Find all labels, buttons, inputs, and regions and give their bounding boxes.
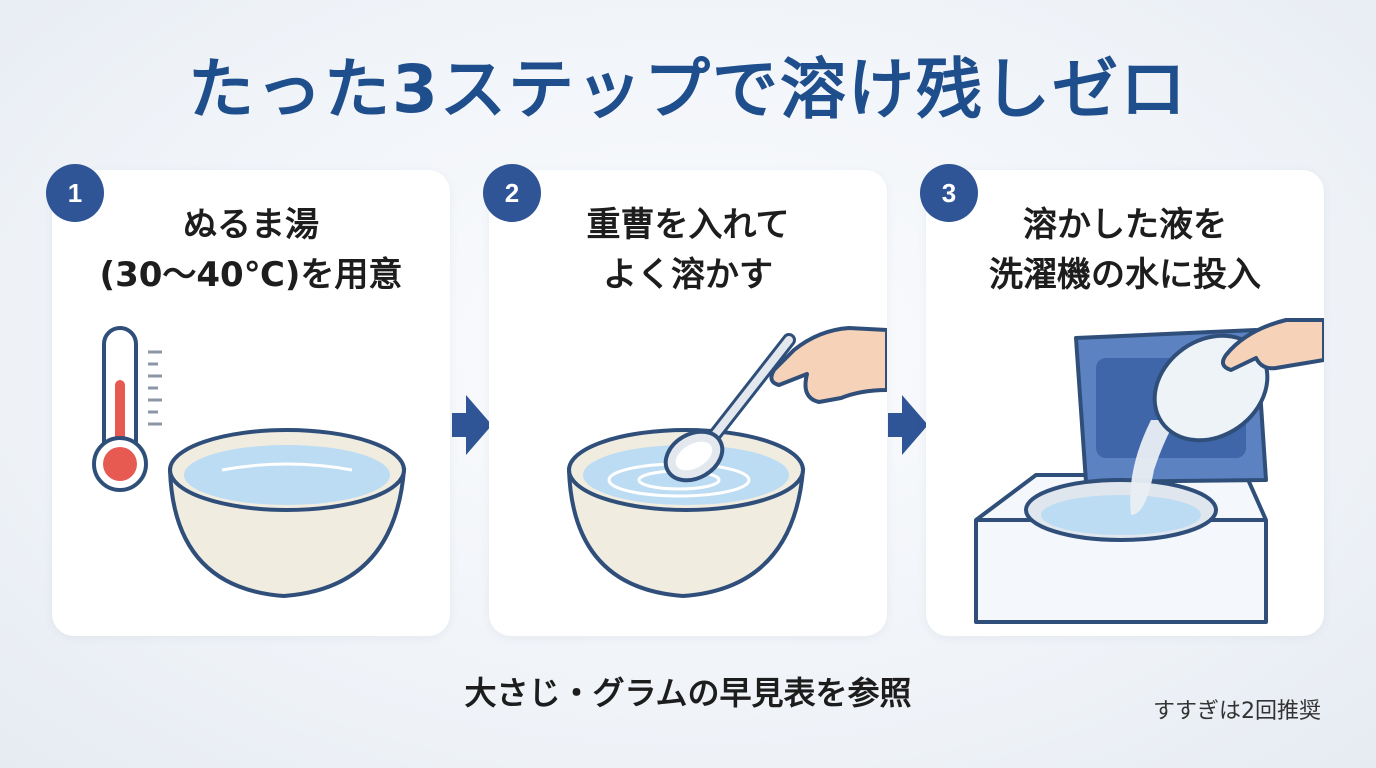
step-2-line-2: よく溶かす <box>603 255 773 295</box>
step-1-text: ぬるま湯 (30〜40℃)を用意 <box>52 200 450 300</box>
arrow-right-icon <box>452 395 492 455</box>
reference-note: 大さじ・グラムの早見表を参照 <box>464 674 912 712</box>
step-2-illustration <box>566 326 887 599</box>
step-card-2: 2 重曹を入れて よく溶かす <box>483 164 887 636</box>
step-3-illustration <box>974 318 1324 624</box>
step-card-3: 3 溶かした液を 洗濯機の水に投入 <box>920 164 1324 636</box>
hand-icon <box>769 326 887 404</box>
step-2-line-1: 重曹を入れて <box>586 205 790 245</box>
thermometer-icon <box>92 326 162 492</box>
hand-icon <box>1220 318 1324 372</box>
page-title: たった3ステップで溶け残しゼロ <box>188 51 1188 128</box>
step-number-badge: 2 <box>483 164 541 222</box>
step-3-line-2: 洗濯機の水に投入 <box>989 255 1261 295</box>
spoon-icon <box>663 333 796 483</box>
step-2-text: 重曹を入れて よく溶かす <box>489 200 887 300</box>
rinse-note: すすぎは2回推奨 <box>1153 699 1321 724</box>
step-1-line-2: (30〜40℃)を用意 <box>99 255 403 295</box>
step-number-badge: 1 <box>46 164 104 222</box>
step-3-line-1: 溶かした液を <box>1023 205 1227 245</box>
bowl-icon <box>167 428 407 599</box>
arrow-right-icon <box>888 395 928 455</box>
step-1-illustration <box>92 326 407 599</box>
step-number-badge: 3 <box>920 164 978 222</box>
step-3-text: 溶かした液を 洗濯機の水に投入 <box>926 200 1324 300</box>
step-1-line-1: ぬるま湯 <box>183 205 319 245</box>
step-card-1: 1 ぬるま湯 (30〜40℃)を用意 <box>46 164 450 636</box>
